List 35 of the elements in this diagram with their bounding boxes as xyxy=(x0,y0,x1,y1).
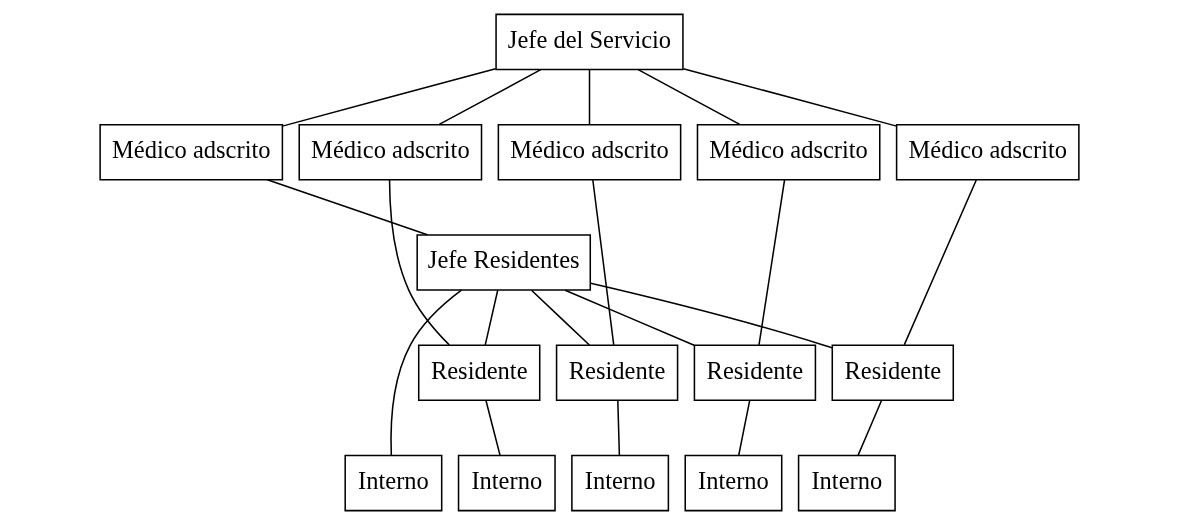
connector xyxy=(856,400,882,457)
node-box: Interno xyxy=(343,454,442,512)
node-box: Interno xyxy=(570,454,669,512)
connector xyxy=(589,282,833,349)
node-box: Médico adscrito xyxy=(696,123,880,181)
connector xyxy=(530,289,590,346)
connector xyxy=(389,289,462,457)
connector xyxy=(636,68,740,126)
node-box: Interno xyxy=(457,454,556,512)
node-box: Médico adscrito xyxy=(497,123,681,181)
connector xyxy=(483,289,498,346)
connector xyxy=(737,400,750,457)
connector xyxy=(616,400,620,457)
connector xyxy=(266,179,428,236)
node-box: Médico adscrito xyxy=(895,123,1080,181)
connector xyxy=(388,179,450,346)
node-box: Jefe Residentes xyxy=(415,234,591,291)
connector xyxy=(563,289,695,347)
connector xyxy=(591,179,614,346)
node-box: Residente xyxy=(831,344,954,402)
node-box: Residente xyxy=(693,344,816,402)
node-box: Médico adscrito xyxy=(298,123,482,181)
connector xyxy=(682,67,897,127)
node-box: Médico adscrito xyxy=(98,123,283,181)
node-box: Interno xyxy=(797,454,896,512)
connector xyxy=(484,400,501,457)
connector xyxy=(438,68,542,126)
connector xyxy=(903,179,977,346)
connector xyxy=(757,179,785,346)
connector xyxy=(281,67,496,127)
node-box: Interno xyxy=(683,454,782,512)
connector xyxy=(588,69,590,126)
node-box: Residente xyxy=(555,344,678,402)
node-box: Residente xyxy=(417,344,540,402)
node-box: Jefe del Servicio xyxy=(494,13,684,71)
